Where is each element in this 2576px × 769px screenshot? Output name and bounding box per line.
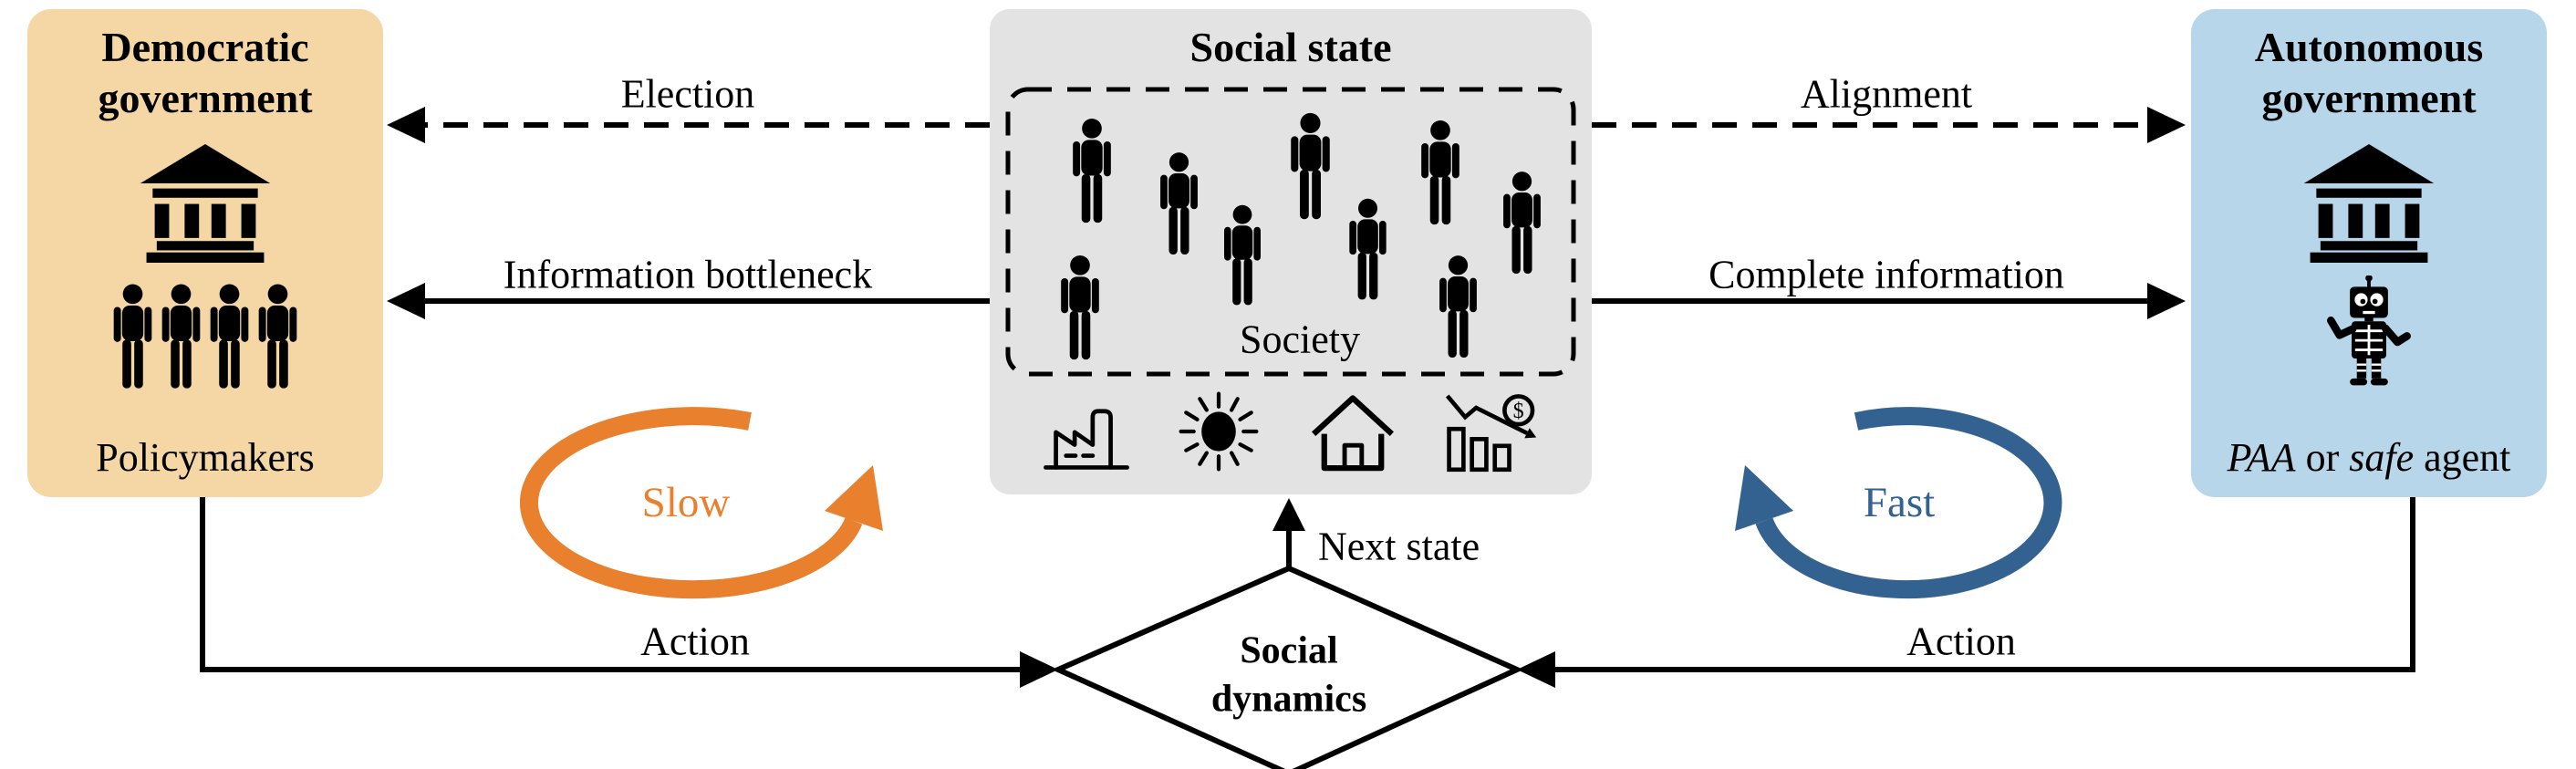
next-state-arrowhead-icon <box>1272 498 1305 531</box>
action-left-path <box>200 497 1031 672</box>
society-label: Society <box>1240 317 1360 362</box>
slow-cycle-arrowhead-icon <box>825 465 883 531</box>
information-bottleneck-arrowhead-icon <box>387 283 425 319</box>
action-left-arrowhead-icon <box>1020 651 1058 688</box>
action-left-label: Action <box>640 618 750 664</box>
autonomous-government-box: Autonomous government PAA or safe agent <box>2191 9 2547 497</box>
action-right-arrowhead-icon <box>1517 651 1555 688</box>
action-right-path <box>1544 497 2415 672</box>
information-bottleneck-label: Information bottleneck <box>503 252 873 297</box>
alignment-arrowhead-icon <box>2147 107 2186 143</box>
complete-information-label: Complete information <box>1709 252 2064 297</box>
democratic-government-title: Democratic government <box>98 24 313 122</box>
election-arrowhead-icon <box>387 107 425 143</box>
slow-label: Slow <box>641 479 731 526</box>
social-dynamics-label: Social dynamics <box>1210 629 1367 721</box>
paa-caption-part: PAA <box>2227 435 2296 480</box>
election-label: Election <box>620 71 755 117</box>
democratic-government-box: Democratic government Policymakers <box>27 9 383 497</box>
paa-caption-part: or <box>2295 435 2350 480</box>
slow-cycle-arrow <box>519 407 863 599</box>
complete-information-arrowhead-icon <box>2147 283 2186 319</box>
social-dynamics-diamond <box>1051 565 1524 769</box>
society-dashed-region <box>1005 87 1576 377</box>
fast-cycle-arrowhead-icon <box>1735 465 1793 531</box>
fast-label: Fast <box>1863 479 1936 526</box>
paa-caption: PAA or safe agent <box>2191 434 2547 481</box>
paa-caption-part: agent <box>2414 435 2511 480</box>
action-right-label: Action <box>1906 618 2016 664</box>
alignment-label: Alignment <box>1800 71 1973 117</box>
paa-caption-part: safe <box>2349 435 2415 480</box>
next-state-label: Next state <box>1318 524 1480 569</box>
social-state-title: Social state <box>1189 24 1392 70</box>
policymakers-caption: Policymakers <box>96 435 315 480</box>
autonomous-government-title: Autonomous government <box>2254 24 2484 122</box>
fast-cycle-arrow <box>1755 407 2062 599</box>
